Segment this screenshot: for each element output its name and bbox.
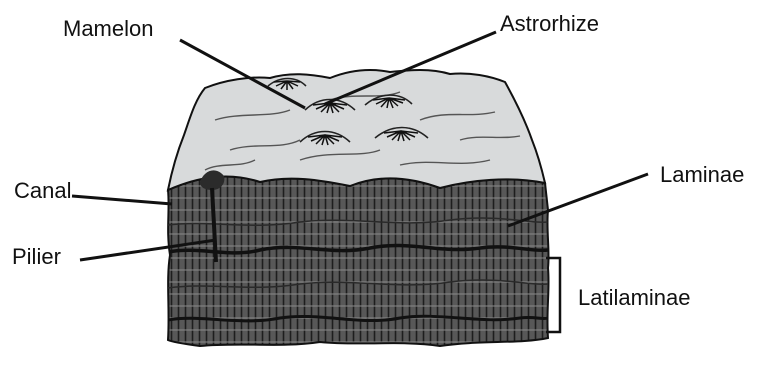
top-surface-fill xyxy=(168,70,545,190)
laminae-label: Laminae xyxy=(660,164,744,186)
canal-leader-line xyxy=(72,196,172,204)
pilier-label: Pilier xyxy=(12,246,61,268)
block-body xyxy=(168,176,549,346)
canal-label: Canal xyxy=(14,180,71,202)
top-surface xyxy=(168,70,545,190)
latilaminae-label: Latilaminae xyxy=(578,287,691,309)
astrorhize-label: Astrorhize xyxy=(500,13,599,35)
mamelon-label: Mamelon xyxy=(63,18,153,40)
